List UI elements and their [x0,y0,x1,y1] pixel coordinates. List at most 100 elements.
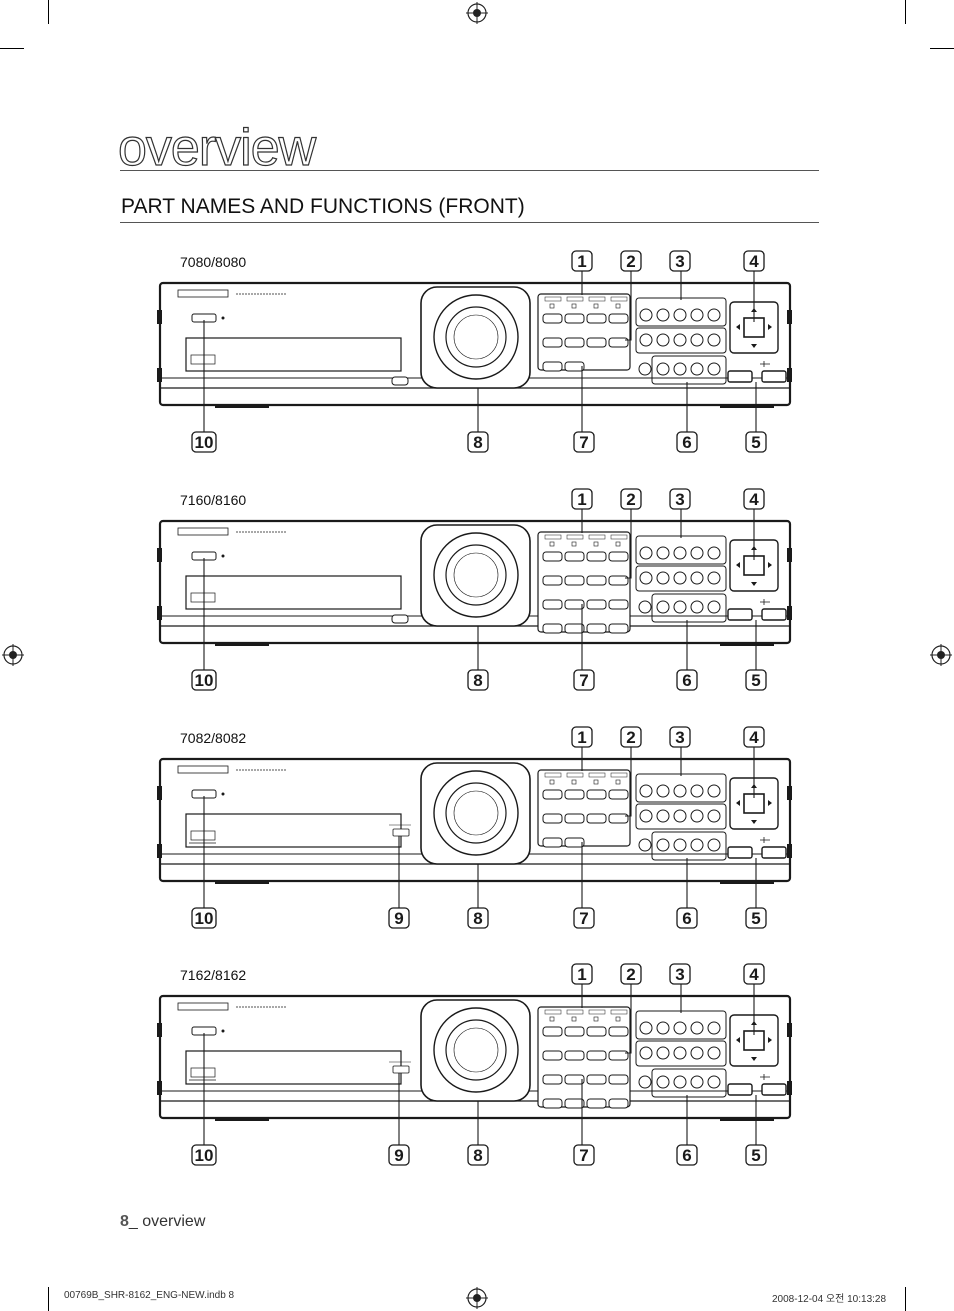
power-led [221,554,225,558]
function-button [690,308,704,322]
usb-icon [760,361,770,367]
foot [215,881,269,884]
channel-button [542,1050,563,1061]
indicator-led [615,541,621,547]
crop-mark [930,48,954,49]
channel-button [608,623,629,634]
callout-badge [467,1144,489,1166]
foot [720,643,774,646]
drive-logo [190,354,216,365]
playback-button [656,600,670,614]
channel-button [608,789,629,800]
rack-bracket [787,844,792,858]
indicator-led [615,779,621,785]
channel-button [586,575,607,586]
playback-button [656,1075,670,1089]
jog-dial-inner [453,552,499,598]
callout-number: 5 [751,909,760,928]
function-button [707,784,721,798]
brand-logo-area [177,289,229,298]
callout-number: 9 [394,909,403,928]
function-button [656,784,670,798]
alarm-button [638,362,652,376]
function-button [707,308,721,322]
page-number: 8 [120,1213,129,1230]
function-button [639,333,653,347]
callout-number: 8 [473,671,482,690]
rack-bracket [157,310,162,324]
channel-button [542,599,563,610]
mode-label [610,1009,628,1015]
registration-mark-icon [466,2,488,24]
ir-receiver [391,614,409,624]
brand-logo-area [177,527,229,536]
callout-badge [573,431,595,453]
callout-number: 2 [626,965,635,984]
function-button [673,546,687,560]
callout-number: 9 [394,1146,403,1165]
callout-number: 1 [577,728,586,747]
crop-mark [905,1287,906,1311]
callout-number: 3 [675,252,684,271]
playback-button [690,600,704,614]
channel-button [542,575,563,586]
channel-button [608,813,629,824]
channel-button [564,551,585,562]
function-button [656,1046,670,1060]
dvd-open-close-button [392,1065,410,1074]
usb-port [727,370,753,383]
channel-button [608,599,629,610]
registration-mark-icon [930,644,952,666]
rack-bracket [157,606,162,620]
usb-port [761,370,787,383]
callout-number: 6 [682,1146,691,1165]
callout-number: 5 [751,433,760,452]
leader-line [625,271,632,341]
model-label: 7082/8082 [180,730,247,746]
model-label: 7162/8162 [180,967,247,983]
indicator-led [593,303,599,309]
playback-group [651,1068,727,1098]
function-button [707,1021,721,1035]
page-footer-text: _ overview [128,1213,206,1230]
function-button [656,308,670,322]
rack-bracket [157,844,162,858]
function-button [690,571,704,585]
callout-badge [743,250,765,272]
drive-logo [190,592,216,603]
playback-button [656,838,670,852]
usb-port [761,1083,787,1096]
jog-dial [445,782,507,844]
function-button [673,571,687,585]
callout-number: 2 [626,728,635,747]
function-button [639,784,653,798]
callout-badge [191,669,217,691]
function-button [690,784,704,798]
function-button [707,571,721,585]
channel-button [564,623,585,634]
disk-tray [185,337,402,372]
jog-dial [445,544,507,606]
mode-label [566,534,584,540]
function-button [673,784,687,798]
function-button [673,308,687,322]
leader-line [625,509,632,579]
playback-button [707,1075,721,1089]
callout-badge [388,1144,410,1166]
indicator-led [549,541,555,547]
function-button [707,1046,721,1060]
channel-button [542,1074,563,1085]
power-led [221,792,225,796]
print-timestamp: 2008-12-04 오전 10:13:28 [772,1294,887,1305]
callout-badge [676,1144,698,1166]
power-led [221,1029,225,1033]
foot [720,1118,774,1121]
callout-badge [573,907,595,929]
section-rule [120,222,819,223]
channel-button [564,1026,585,1037]
rack-bracket [787,786,792,800]
leader-line [625,984,632,1054]
callout-number: 1 [577,252,586,271]
